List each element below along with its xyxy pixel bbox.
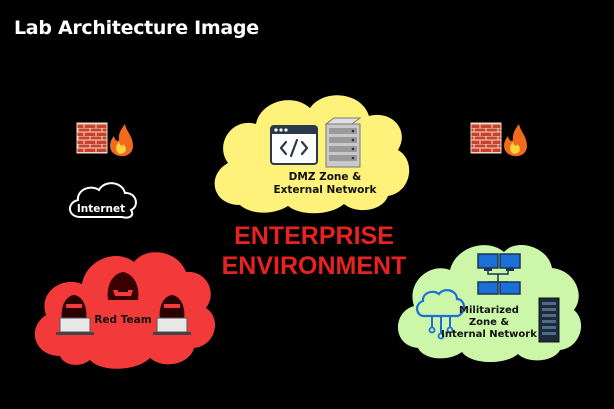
hacker-right-icon (153, 295, 191, 335)
dmz-label-line2: External Network (273, 184, 377, 196)
hacker-left-icon (56, 295, 94, 335)
hacker-center-icon (107, 272, 139, 300)
dmz-label-line1: DMZ Zone & (289, 171, 362, 183)
internet-cloud: Internet (69, 182, 137, 219)
militarized-label-line1: Militarized (459, 305, 519, 316)
page-title: Lab Architecture Image (14, 17, 259, 39)
militarized-label-line3: Internal Network (441, 329, 537, 340)
militarized-zone-cloud: Militarized Zone & Internal Network (397, 245, 582, 363)
code-window-icon (270, 125, 318, 165)
enterprise-label-line1: ENTERPRISE (234, 222, 394, 250)
firewall-left-icon (76, 122, 133, 157)
cloud-network-icon (416, 289, 465, 340)
enterprise-label-line2: ENVIRONMENT (222, 252, 407, 280)
internet-label: Internet (77, 203, 125, 215)
server-tower-icon (538, 297, 560, 343)
dmz-cloud: DMZ Zone & External Network (214, 95, 410, 214)
militarized-label-line2: Zone & (469, 317, 510, 328)
firewall-right-icon (470, 122, 527, 157)
red-team-label: Red Team (94, 314, 151, 326)
red-team-cloud: Red Team (34, 252, 216, 369)
server-rack-icon (324, 117, 362, 168)
network-monitors-icon (477, 253, 521, 295)
